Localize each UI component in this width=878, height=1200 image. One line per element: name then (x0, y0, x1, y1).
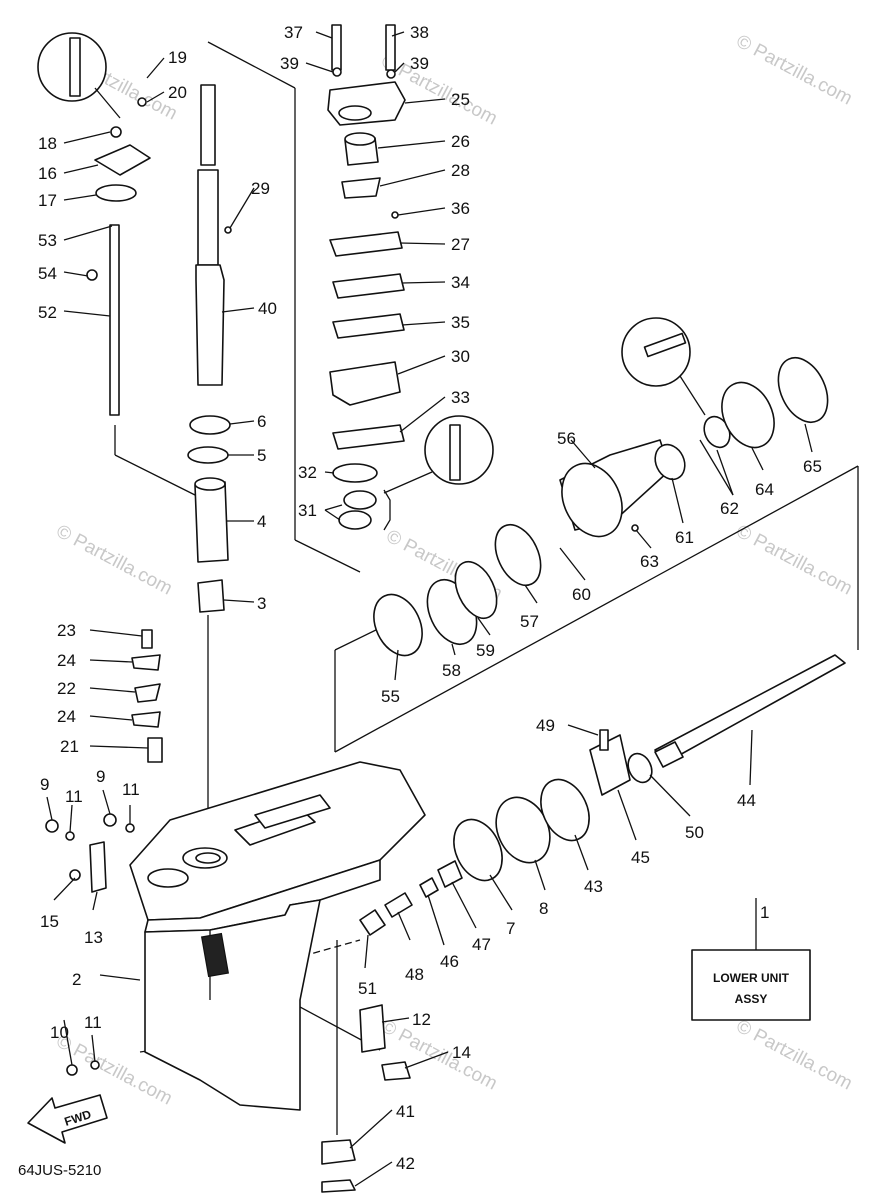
part-label-39: 39 (280, 54, 299, 73)
part-label-61: 61 (675, 528, 694, 547)
part-label-44: 44 (737, 791, 756, 810)
part-label-28: 28 (451, 161, 470, 180)
part-label-12: 12 (412, 1010, 431, 1029)
part-label-18: 18 (38, 134, 57, 153)
part-label-21: 21 (60, 737, 79, 756)
drive-shaft-seals (187, 415, 231, 613)
part-label-50: 50 (685, 823, 704, 842)
part-label-47: 47 (472, 935, 491, 954)
assembly-box-line2: ASSY (735, 992, 768, 1006)
part-label-23: 23 (57, 621, 76, 640)
gear-train (359, 357, 829, 936)
part-label-29: 29 (251, 179, 270, 198)
part-label-1: 1 (760, 903, 769, 922)
part-label-48: 48 (405, 965, 424, 984)
part-label-64: 64 (755, 480, 774, 499)
watermark: © Partzilla.com (733, 31, 856, 110)
part-label-22: 22 (57, 679, 76, 698)
part-label-33: 33 (451, 388, 470, 407)
part-label-46: 46 (440, 952, 459, 971)
part-label-7: 7 (506, 919, 515, 938)
leader-lines (46, 31, 813, 1187)
water-pump (327, 81, 406, 530)
part-label-11: 11 (84, 1013, 102, 1032)
part-label-6: 6 (257, 412, 266, 431)
part-label-59: 59 (476, 641, 495, 660)
part-label-35: 35 (451, 313, 470, 332)
part-label-27: 27 (451, 235, 470, 254)
part-label-34: 34 (451, 273, 470, 292)
part-label-36: 36 (451, 199, 470, 218)
part-label-53: 53 (38, 231, 57, 250)
part-label-24: 24 (57, 651, 76, 670)
lower-unit-housing (89, 761, 426, 1111)
part-label-11: 11 (122, 780, 140, 799)
part-label-40: 40 (258, 299, 277, 318)
part-label-60: 60 (572, 585, 591, 604)
part-label-3: 3 (257, 594, 266, 613)
part-label-54: 54 (38, 264, 57, 283)
part-label-65: 65 (803, 457, 822, 476)
part-label-5: 5 (257, 446, 266, 465)
part-label-17: 17 (38, 191, 57, 210)
part-label-26: 26 (451, 132, 470, 151)
propeller-shaft (654, 654, 846, 768)
part-label-55: 55 (381, 687, 400, 706)
watermark: © Partzilla.com (733, 1016, 856, 1095)
part-label-43: 43 (584, 877, 603, 896)
part-label-37: 37 (284, 23, 303, 42)
assembly-box: LOWER UNIT ASSY (691, 949, 811, 1021)
part-label-11: 11 (65, 787, 83, 806)
forward-direction-arrow: FWD (27, 1094, 108, 1144)
drive-shaft (195, 84, 225, 386)
part-label-31: 31 (298, 501, 317, 520)
watermark: © Partzilla.com (53, 521, 176, 600)
part-label-25: 25 (451, 90, 470, 109)
part-label-56: 56 (557, 429, 576, 448)
part-label-20: 20 (168, 83, 187, 102)
part-label-16: 16 (38, 164, 57, 183)
part-label-32: 32 (298, 463, 317, 482)
part-label-9: 9 (96, 767, 105, 786)
watermark: © Partzilla.com (733, 521, 856, 600)
part-label-14: 14 (452, 1043, 471, 1062)
shift-cam-parts (45, 24, 639, 1193)
assembly-box-line1: LOWER UNIT (713, 971, 790, 985)
part-label-15: 15 (40, 912, 59, 931)
part-label-39: 39 (410, 54, 429, 73)
part-label-52: 52 (38, 303, 57, 322)
part-label-2: 2 (72, 970, 81, 989)
part-label-62: 62 (720, 499, 739, 518)
part-label-10: 10 (50, 1023, 69, 1042)
part-label-63: 63 (640, 552, 659, 571)
part-label-19: 19 (168, 48, 187, 67)
part-label-38: 38 (410, 23, 429, 42)
part-label-57: 57 (520, 612, 539, 631)
part-label-41: 41 (396, 1102, 415, 1121)
part-label-42: 42 (396, 1154, 415, 1173)
part-label-49: 49 (536, 716, 555, 735)
part-label-13: 13 (84, 928, 103, 947)
part-label-24: 24 (57, 707, 76, 726)
part-label-30: 30 (451, 347, 470, 366)
shift-rod (109, 224, 120, 416)
part-label-8: 8 (539, 899, 548, 918)
part-label-4: 4 (257, 512, 266, 531)
diagram-code: 64JUS-5210 (18, 1162, 101, 1179)
part-label-9: 9 (40, 775, 49, 794)
part-label-58: 58 (442, 661, 461, 680)
detail-callouts (37, 32, 706, 531)
part-label-45: 45 (631, 848, 650, 867)
part-label-51: 51 (358, 979, 377, 998)
part-number-labels: 1 2 3 4 5 6 7 8 9 9 10 11 11 11 12 13 14… (38, 23, 822, 1173)
